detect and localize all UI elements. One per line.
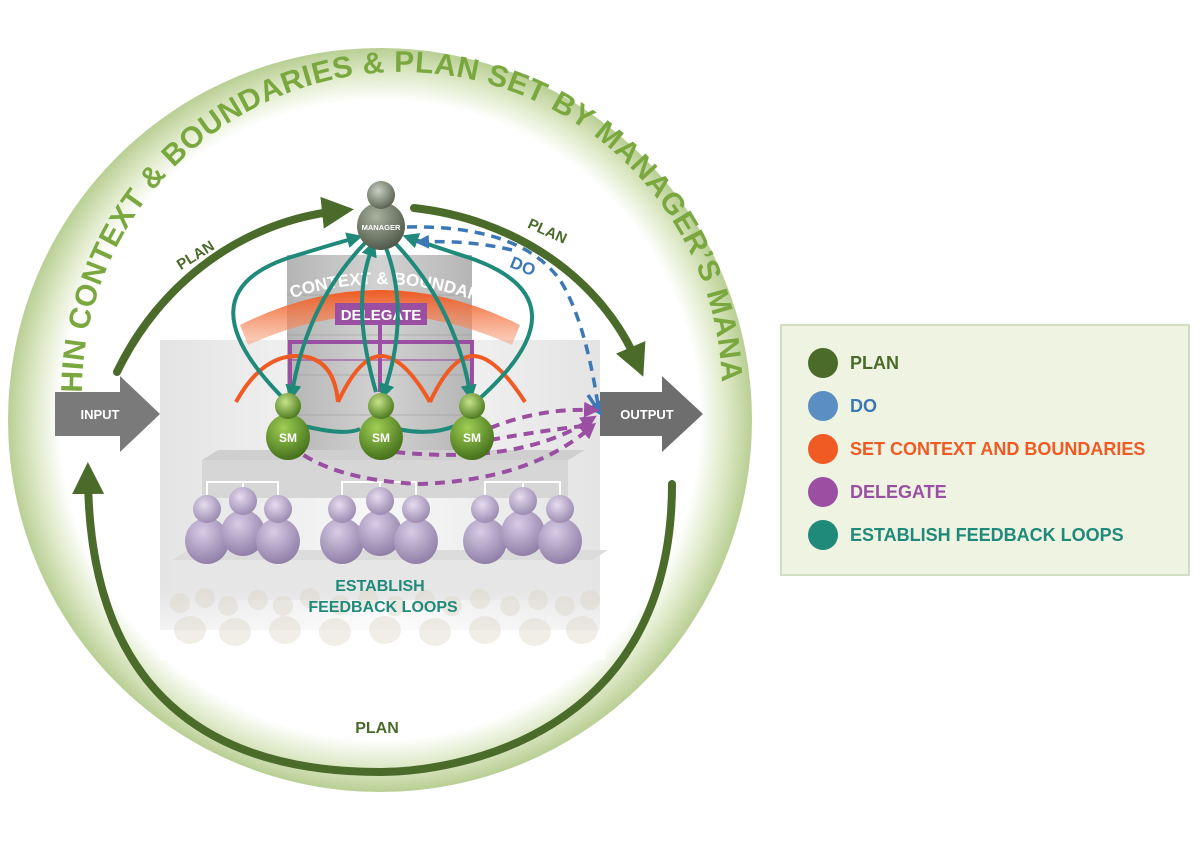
- legend-item-feedback: ESTABLISH FEEDBACK LOOPS: [808, 520, 1124, 550]
- delegate-dashed-arrows: [288, 401, 600, 487]
- plan-arrow-bottom: [72, 462, 676, 777]
- do-arrow: [406, 225, 600, 406]
- team-member-icon: [185, 495, 229, 564]
- team-member-icon: [538, 495, 582, 564]
- plan-arrows: [72, 196, 676, 777]
- sm-figure: SM: [266, 393, 310, 460]
- legend-label: ESTABLISH FEEDBACK LOOPS: [850, 524, 1124, 545]
- legend-item-plan: PLAN: [808, 348, 899, 378]
- plan-color-swatch: [808, 348, 838, 378]
- input-label: INPUT: [81, 407, 120, 422]
- context-arcs: [234, 353, 527, 404]
- context-banner-arc: [240, 290, 520, 345]
- delegate-label: DELEGATE: [341, 307, 422, 324]
- input-arrow: INPUT: [55, 376, 160, 452]
- plan-arrow-right: [410, 204, 646, 377]
- delegate-color-swatch: [808, 477, 838, 507]
- faded-team-crowd: [170, 588, 600, 646]
- legend-item-set-context: SET CONTEXT AND BOUNDARIES: [808, 434, 1145, 464]
- sm-label: SM: [463, 431, 481, 445]
- team-member-icon: [501, 487, 545, 556]
- legend-label: DELEGATE: [850, 481, 947, 502]
- manager-label: MANAGER: [362, 223, 401, 232]
- legend-item-delegate: DELEGATE: [808, 477, 947, 507]
- feedback-arrows: [231, 232, 534, 434]
- team-members: [185, 487, 582, 564]
- legend-label: DO: [850, 395, 877, 416]
- output-label: OUTPUT: [620, 407, 674, 422]
- plan-arrow-left: [113, 196, 354, 376]
- feedback-label-line1: ESTABLISH: [335, 578, 424, 595]
- team-member-icon: [358, 487, 402, 556]
- output-arrow: OUTPUT: [600, 376, 703, 452]
- context-color-swatch: [808, 434, 838, 464]
- delegate-badge: [335, 303, 427, 325]
- manager-figure: MANAGER: [357, 181, 405, 250]
- sm-label: SM: [372, 431, 390, 445]
- legend-item-do: DO: [808, 391, 877, 421]
- do-color-swatch: [808, 391, 838, 421]
- team-member-icon: [320, 495, 364, 564]
- legend: PLAN DO SET CONTEXT AND BOUNDARIES DELEG…: [780, 324, 1190, 576]
- legend-label: PLAN: [850, 352, 899, 373]
- team-member-icon: [221, 487, 265, 556]
- team-member-icon: [463, 495, 507, 564]
- plan-label-bottom: PLAN: [355, 720, 399, 737]
- team-member-icon: [394, 495, 438, 564]
- feedback-color-swatch: [808, 520, 838, 550]
- feedback-label-line2: FEEDBACK LOOPS: [308, 599, 458, 616]
- sm-figure: SM: [450, 393, 494, 460]
- sm-figure: SM: [359, 393, 403, 460]
- legend-label: SET CONTEXT AND BOUNDARIES: [850, 438, 1146, 459]
- do-arrow-return: [415, 234, 513, 252]
- sm-label: SM: [279, 431, 297, 445]
- team-member-icon: [256, 495, 300, 564]
